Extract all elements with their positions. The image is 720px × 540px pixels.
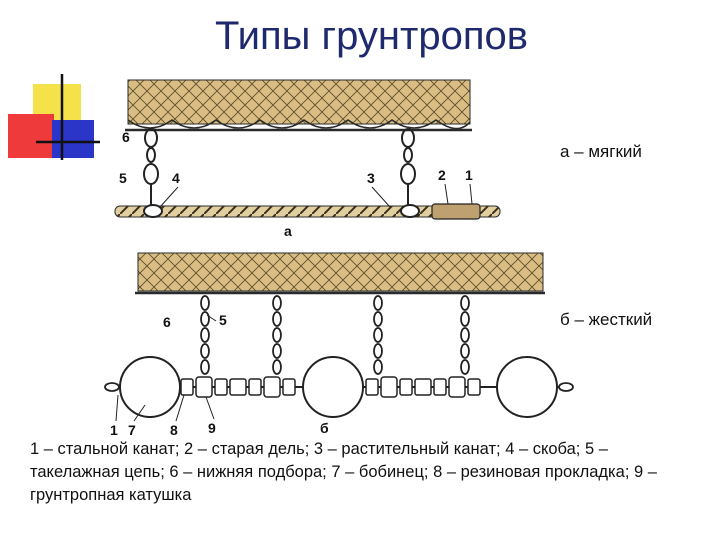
legend-line: 1 – стальной канат; 2 – старая дель; 3 –… [30, 440, 657, 504]
callout-a-3: 3 [367, 170, 375, 186]
callout-a-5: 5 [119, 170, 127, 186]
label-hard: б – жесткий [560, 310, 653, 329]
bobbin-1 [119, 356, 181, 418]
net-panel-b [137, 252, 544, 292]
chains-b [200, 295, 470, 375]
end-loop-left [104, 382, 120, 392]
deco-red-square [8, 114, 54, 158]
diagram-soft-groundrope: 6 5 4 3 2 1 а [114, 79, 501, 239]
deco-blue-square [52, 120, 94, 158]
label-soft: а – мягкий [560, 142, 642, 161]
rollers-b [180, 376, 481, 398]
callout-b-9: 9 [208, 420, 216, 436]
callout-b-7: 7 [128, 422, 136, 438]
diagram-a-letter: а [284, 223, 292, 239]
callout-b-1: 1 [110, 422, 118, 438]
end-loop-right [558, 382, 574, 392]
bobbin-3 [496, 356, 558, 418]
diagram-hard-groundrope: 6 5 1 7 8 9 б [104, 252, 574, 438]
callout-a-4: 4 [172, 170, 180, 186]
net-panel-a [127, 79, 471, 125]
shackle-left [143, 204, 163, 218]
callout-a-1: 1 [465, 167, 473, 183]
callout-a-2: 2 [438, 167, 446, 183]
old-netting-wrap [431, 203, 481, 220]
bobbin-2 [302, 356, 364, 418]
callout-b-8: 8 [170, 422, 178, 438]
callout-b-6: 6 [163, 314, 171, 330]
callout-b-5: 5 [219, 312, 227, 328]
footrope-edge-a [127, 119, 471, 130]
shackle-right [400, 204, 420, 218]
legend-text: 1 – стальной канат; 2 – старая дель; 3 –… [30, 438, 695, 507]
chain-right-a [400, 128, 416, 208]
diagram-b-letter: б [320, 420, 329, 436]
callout-a-6: 6 [122, 129, 130, 145]
chain-left-a [143, 128, 159, 208]
decoration-squares [8, 74, 100, 160]
page-title: Типы грунтропов [215, 14, 528, 58]
